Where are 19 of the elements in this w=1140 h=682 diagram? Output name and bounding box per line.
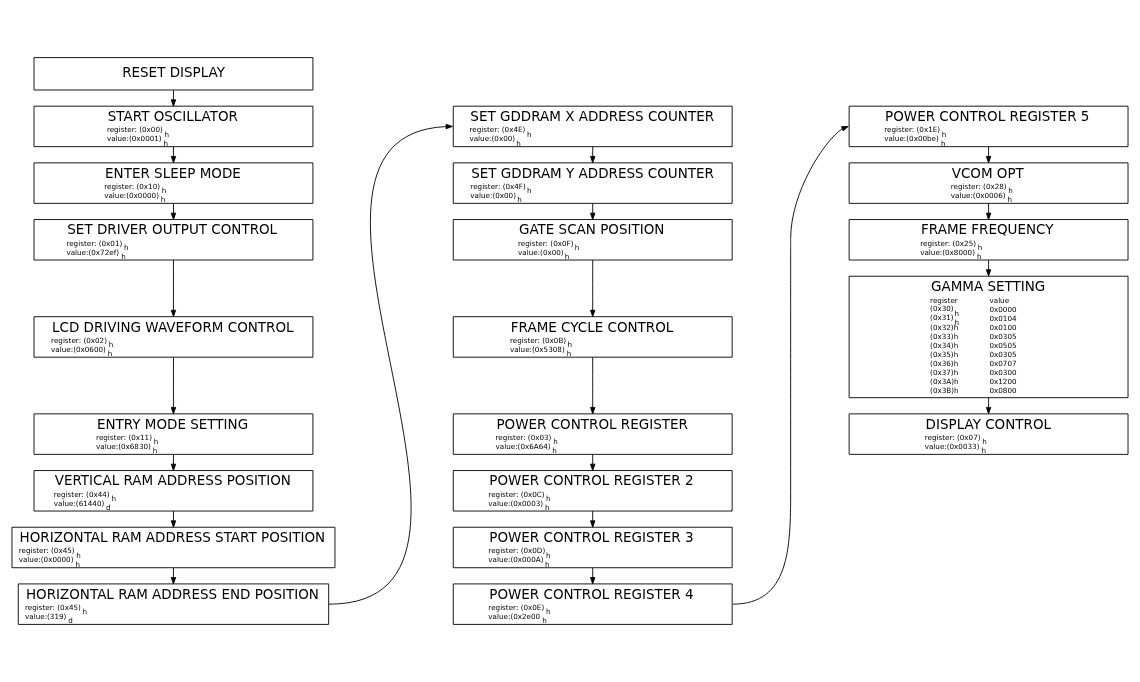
- arrow: [590, 146, 596, 164]
- arrow: [590, 567, 596, 585]
- arrow: [732, 125, 849, 605]
- arrow: [170, 567, 177, 585]
- arrow: [590, 259, 596, 317]
- arrow: [590, 510, 596, 528]
- arrow: [985, 259, 992, 277]
- arrow: [590, 454, 596, 471]
- arrow: [170, 146, 177, 164]
- arrow: [328, 123, 453, 605]
- arrow: [170, 356, 177, 415]
- arrow: [590, 356, 596, 415]
- arrow: [985, 146, 992, 164]
- arrow: [170, 89, 177, 107]
- arrow: [985, 397, 992, 415]
- arrow: [170, 259, 177, 317]
- arrow: [170, 454, 177, 471]
- node-box: RESET DISPLAY: [33, 57, 314, 91]
- arrow: [170, 510, 177, 528]
